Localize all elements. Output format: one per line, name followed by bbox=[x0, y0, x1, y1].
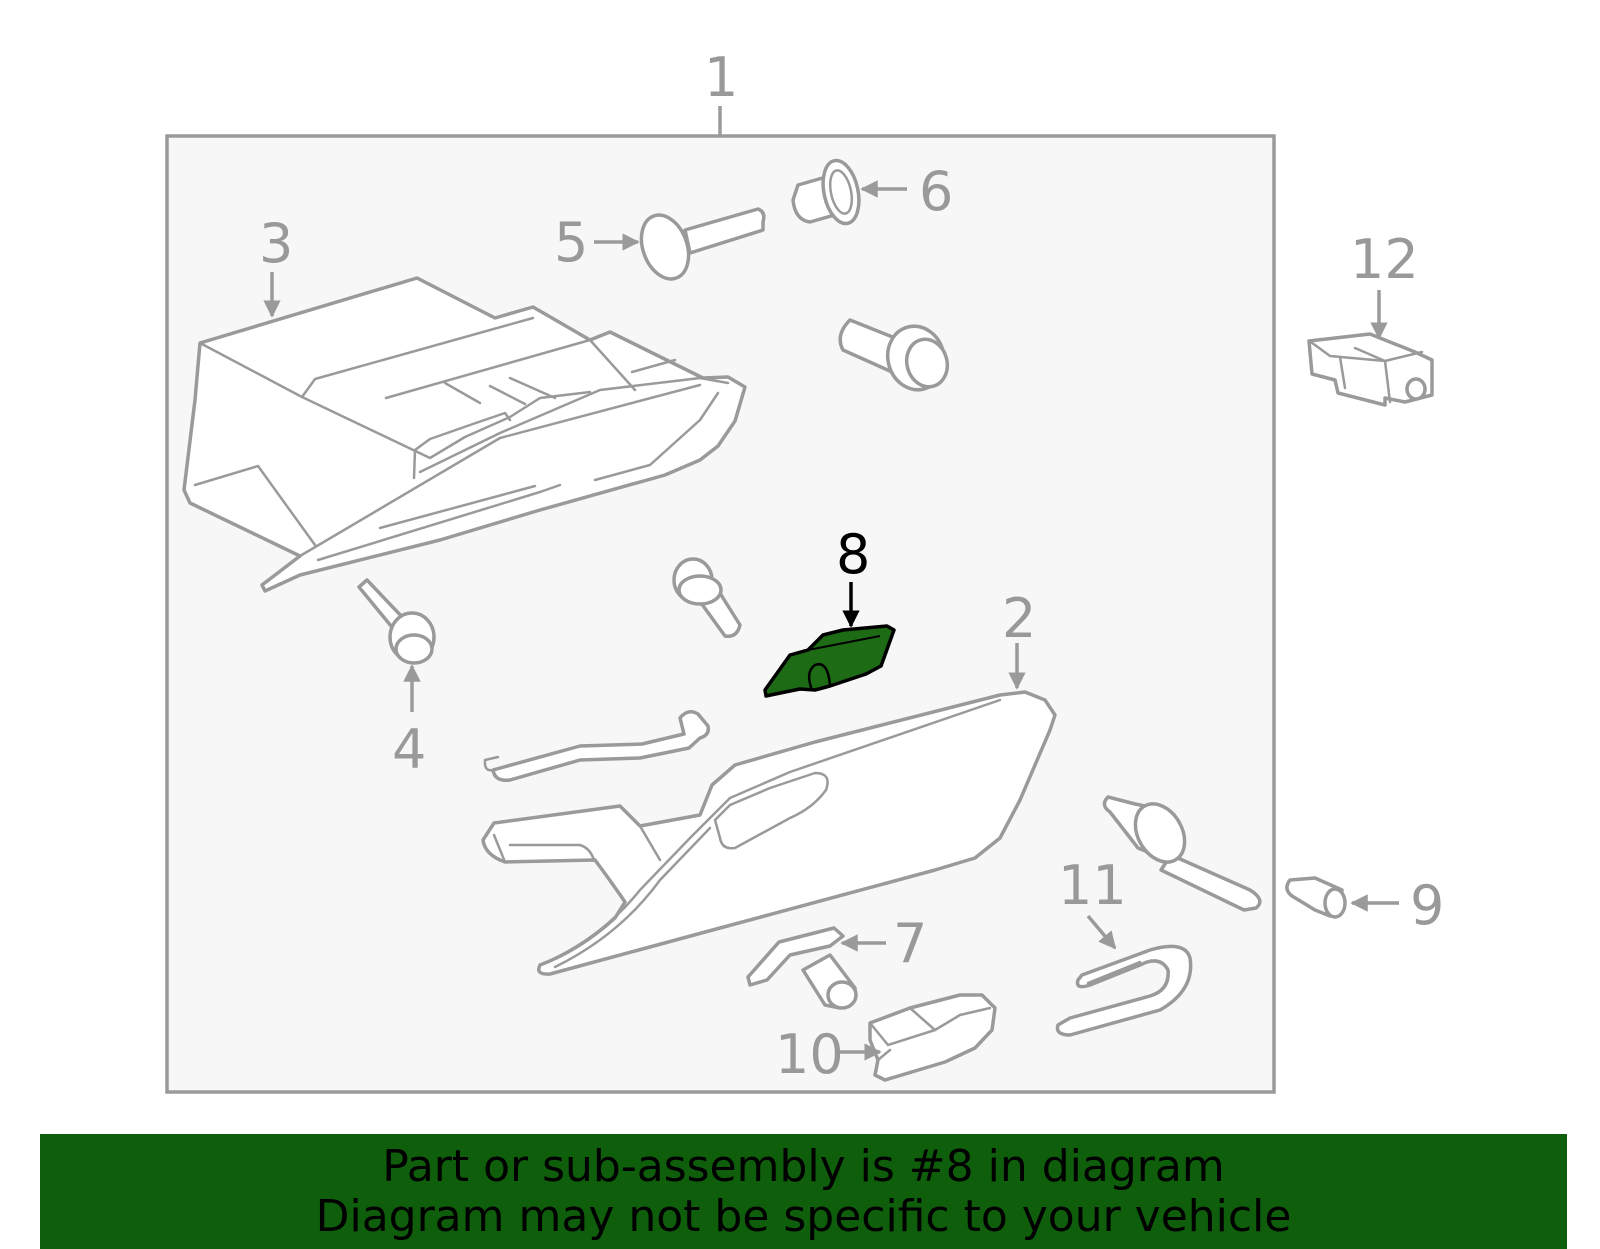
bolt-5 bbox=[639, 207, 766, 281]
callout-5: 5 bbox=[554, 211, 588, 274]
wire-clip-11 bbox=[1055, 944, 1193, 1037]
callout-6: 6 bbox=[919, 160, 953, 223]
bolt-unlabeled-middle bbox=[672, 557, 742, 639]
callout-12: 12 bbox=[1350, 228, 1419, 291]
callout-3: 3 bbox=[259, 212, 293, 275]
banner-line-2: Diagram may not be specific to your vehi… bbox=[315, 1191, 1292, 1242]
glove-box-bin bbox=[182, 276, 747, 593]
callout-10: 10 bbox=[775, 1023, 844, 1086]
clip-6 bbox=[791, 158, 861, 226]
callout-11: 11 bbox=[1058, 854, 1127, 917]
clip-7 bbox=[746, 926, 858, 1010]
retainer-12 bbox=[1307, 332, 1434, 407]
callout-2: 2 bbox=[1002, 587, 1036, 650]
banner-line-1: Part or sub-assembly is #8 in diagram bbox=[382, 1141, 1225, 1192]
part-8-highlighted bbox=[763, 624, 896, 698]
callout-8: 8 bbox=[836, 523, 870, 586]
glove-box-door bbox=[481, 690, 1057, 976]
bolt-unlabeled-upper bbox=[838, 318, 950, 392]
info-banner: Part or sub-assembly is #8 in diagram Di… bbox=[40, 1134, 1567, 1249]
clip-9 bbox=[1285, 876, 1347, 919]
callout-4: 4 bbox=[392, 718, 426, 781]
screw-4 bbox=[357, 578, 436, 665]
highlighted-part-shape bbox=[763, 624, 896, 698]
callout-7: 7 bbox=[893, 912, 927, 975]
callout-1: 1 bbox=[704, 46, 738, 109]
callout-9: 9 bbox=[1410, 874, 1444, 937]
bolt-unlabeled-right bbox=[1102, 795, 1262, 912]
damper-rod bbox=[483, 710, 711, 783]
